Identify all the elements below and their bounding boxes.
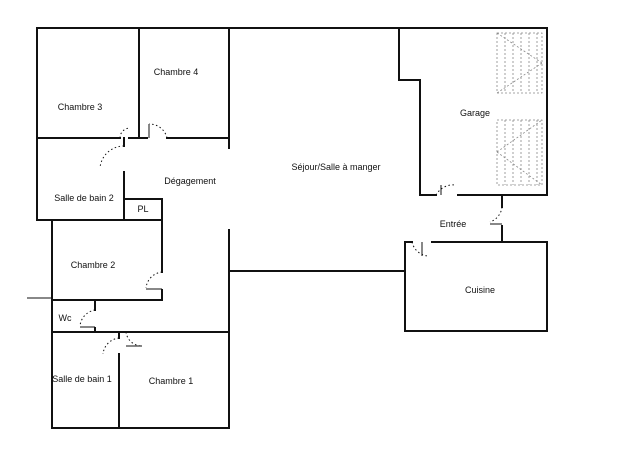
label-chambre3: Chambre 3: [58, 102, 103, 112]
door-sdb2: [99, 145, 125, 169]
doors: [79, 123, 503, 355]
label-wc: Wc: [59, 313, 72, 323]
room-labels: Chambre 4 Chambre 3 Garage Dégagement Sé…: [52, 67, 495, 386]
label-chambre2: Chambre 2: [71, 260, 116, 270]
label-chambre1: Chambre 1: [149, 376, 194, 386]
walls: [27, 27, 548, 429]
label-pl: PL: [137, 204, 148, 214]
garage-stairs: [496, 32, 543, 186]
label-chambre4: Chambre 4: [154, 67, 199, 77]
door-cuisine: [411, 241, 429, 257]
label-entree: Entrée: [440, 219, 467, 229]
door-sdb1: [102, 337, 120, 355]
label-sdb1: Salle de bain 1: [52, 374, 112, 384]
door-chambre2: [145, 271, 163, 289]
door-chambre1: [125, 331, 143, 347]
label-garage: Garage: [460, 108, 490, 118]
door-garage: [435, 184, 457, 196]
door-chambre4: [148, 123, 168, 139]
door-chambre3: [119, 127, 131, 139]
label-degagement: Dégagement: [164, 176, 216, 186]
label-sejour: Séjour/Salle à manger: [291, 162, 380, 172]
door-wc: [79, 309, 96, 327]
label-sdb2: Salle de bain 2: [54, 193, 114, 203]
label-cuisine: Cuisine: [465, 285, 495, 295]
door-entree: [489, 206, 503, 223]
